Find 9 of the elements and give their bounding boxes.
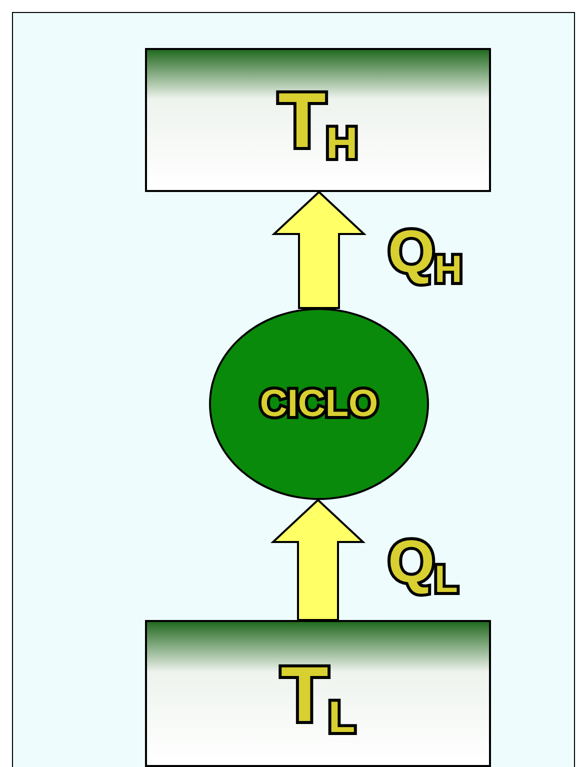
reservoir-box bbox=[145, 48, 491, 192]
block-arrow bbox=[270, 498, 366, 621]
node-label: CICLO bbox=[260, 385, 378, 423]
temperature-label: T$_{L}$ bbox=[280, 654, 356, 732]
temperature-label: T$_{H}$ bbox=[278, 81, 358, 159]
reservoir-box bbox=[145, 620, 491, 767]
block-arrow bbox=[271, 190, 367, 309]
heat-label: Q$_{H}$ bbox=[388, 222, 462, 282]
heat-label: Q$_{L}$ bbox=[388, 532, 458, 592]
